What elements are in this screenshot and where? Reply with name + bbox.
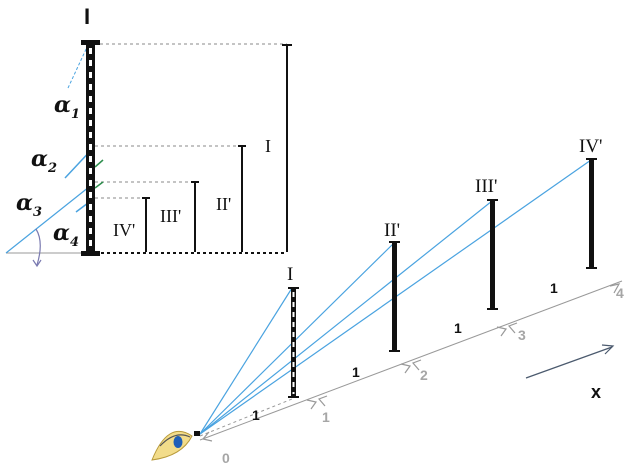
arrow-right-icon — [525, 346, 613, 379]
front-pole-top-cap — [81, 40, 100, 45]
sight-line-alpha-1 — [67, 44, 89, 89]
arc-arrowhead — [32, 259, 42, 268]
arrow-head-2a — [400, 363, 412, 374]
arrow-head-2b — [411, 359, 422, 371]
axis-tick-1: 1 — [322, 409, 330, 425]
perspective-pole-iv — [589, 159, 594, 269]
axis-tick-3: 3 — [518, 327, 526, 343]
sight-line-pole-iii — [199, 200, 493, 435]
arc-arrow-icon — [35, 228, 41, 266]
axis-tick-4: 4 — [616, 285, 624, 301]
front-pole-bottom-cap — [81, 251, 100, 256]
axis-tick-0: 0 — [222, 450, 230, 466]
sight-line-alpha-3 — [5, 182, 95, 254]
front-pole-label-i: I — [265, 136, 271, 156]
ground-axis-line — [199, 280, 623, 441]
arrow-head-4 — [609, 283, 621, 294]
perspective-view: I II' III' IV' 1 1 1 1 0 1 2 3 4 x — [151, 136, 624, 466]
alpha-4-label: α4 — [53, 220, 79, 250]
perspective-pole-ii — [392, 242, 397, 352]
axis-label-x: x — [591, 382, 601, 402]
front-pole-label-ii: II' — [216, 194, 231, 214]
sight-line-pole-ii — [199, 242, 395, 435]
front-view: I α1 α2 α3 α4 IV' III' II' I — [5, 4, 292, 268]
alpha-3-label: α3 — [16, 190, 42, 220]
arrow-right-head — [601, 344, 615, 355]
alpha-2-label: α2 — [31, 146, 57, 176]
front-pole-label-iv: IV' — [113, 220, 135, 240]
eye-iris — [173, 436, 183, 448]
spacing-label-1: 1 — [252, 407, 260, 423]
arrow-head-3b — [507, 322, 518, 334]
arrow-head-1a — [306, 399, 318, 410]
eye-pupil-point — [194, 431, 200, 436]
arrow-head-1b — [317, 395, 328, 407]
perspective-pole-label-iii: III' — [475, 176, 497, 197]
spacing-label-3: 1 — [454, 320, 462, 336]
perspective-pole-label-iv: IV' — [579, 136, 602, 157]
sight-line-pole-i — [199, 287, 293, 435]
front-pole-label-iii: III' — [160, 206, 181, 226]
alpha-1-label: α1 — [54, 92, 80, 122]
spacing-label-4: 1 — [550, 280, 558, 296]
arrow-head-3a — [496, 326, 508, 337]
green-tick-2 — [94, 181, 104, 189]
front-view-title: I — [84, 4, 90, 29]
axis-tick-2: 2 — [420, 367, 428, 383]
ground-dotted-start — [199, 398, 293, 437]
green-tick-1 — [94, 159, 104, 168]
perspective-pole-iii — [490, 200, 495, 310]
axis-arrows — [201, 283, 621, 442]
perspective-pole-label-i: I — [287, 264, 293, 285]
spacing-label-2: 1 — [352, 364, 360, 380]
perspective-pole-label-ii: II' — [384, 220, 400, 241]
eye-lid — [159, 434, 191, 447]
eye-icon — [151, 431, 200, 461]
eye-shape — [151, 431, 193, 461]
arrow-head-0 — [201, 431, 213, 442]
